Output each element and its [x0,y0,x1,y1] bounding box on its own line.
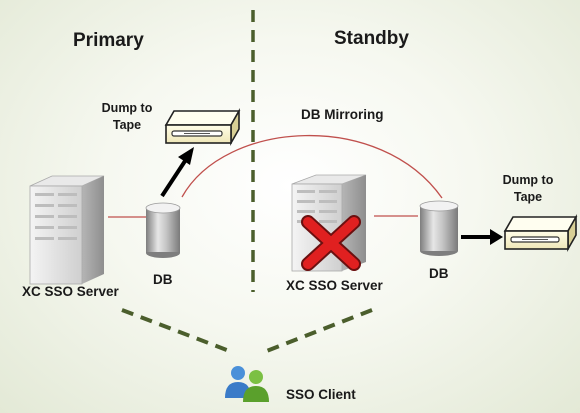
users-icon [225,366,269,402]
tape-drive-icon [164,107,241,147]
database-icon [145,202,181,258]
tape-drive-icon [503,213,578,253]
dump-arrow [160,147,194,198]
standby-client-link [263,308,373,354]
primary-server-label: XC SSO Server [22,284,119,299]
primary-client-link [121,308,233,354]
primary-heading: Primary [73,30,144,51]
standby-server-label: XC SSO Server [286,278,383,293]
standby-heading: Standby [334,28,409,49]
server-icon [29,175,105,285]
standby-tape-label: Dump to Tape [502,173,554,204]
client-label: SSO Client [286,387,356,402]
mirroring-label: DB Mirroring [301,107,384,122]
primary-db-label: DB [153,272,173,287]
mirroring-link [181,134,443,199]
failure-x-icon [301,215,361,271]
standby-db-label: DB [429,266,449,281]
database-icon [419,200,459,256]
primary-tape-label: Dump to Tape [101,101,153,132]
dump-arrow [461,229,503,245]
